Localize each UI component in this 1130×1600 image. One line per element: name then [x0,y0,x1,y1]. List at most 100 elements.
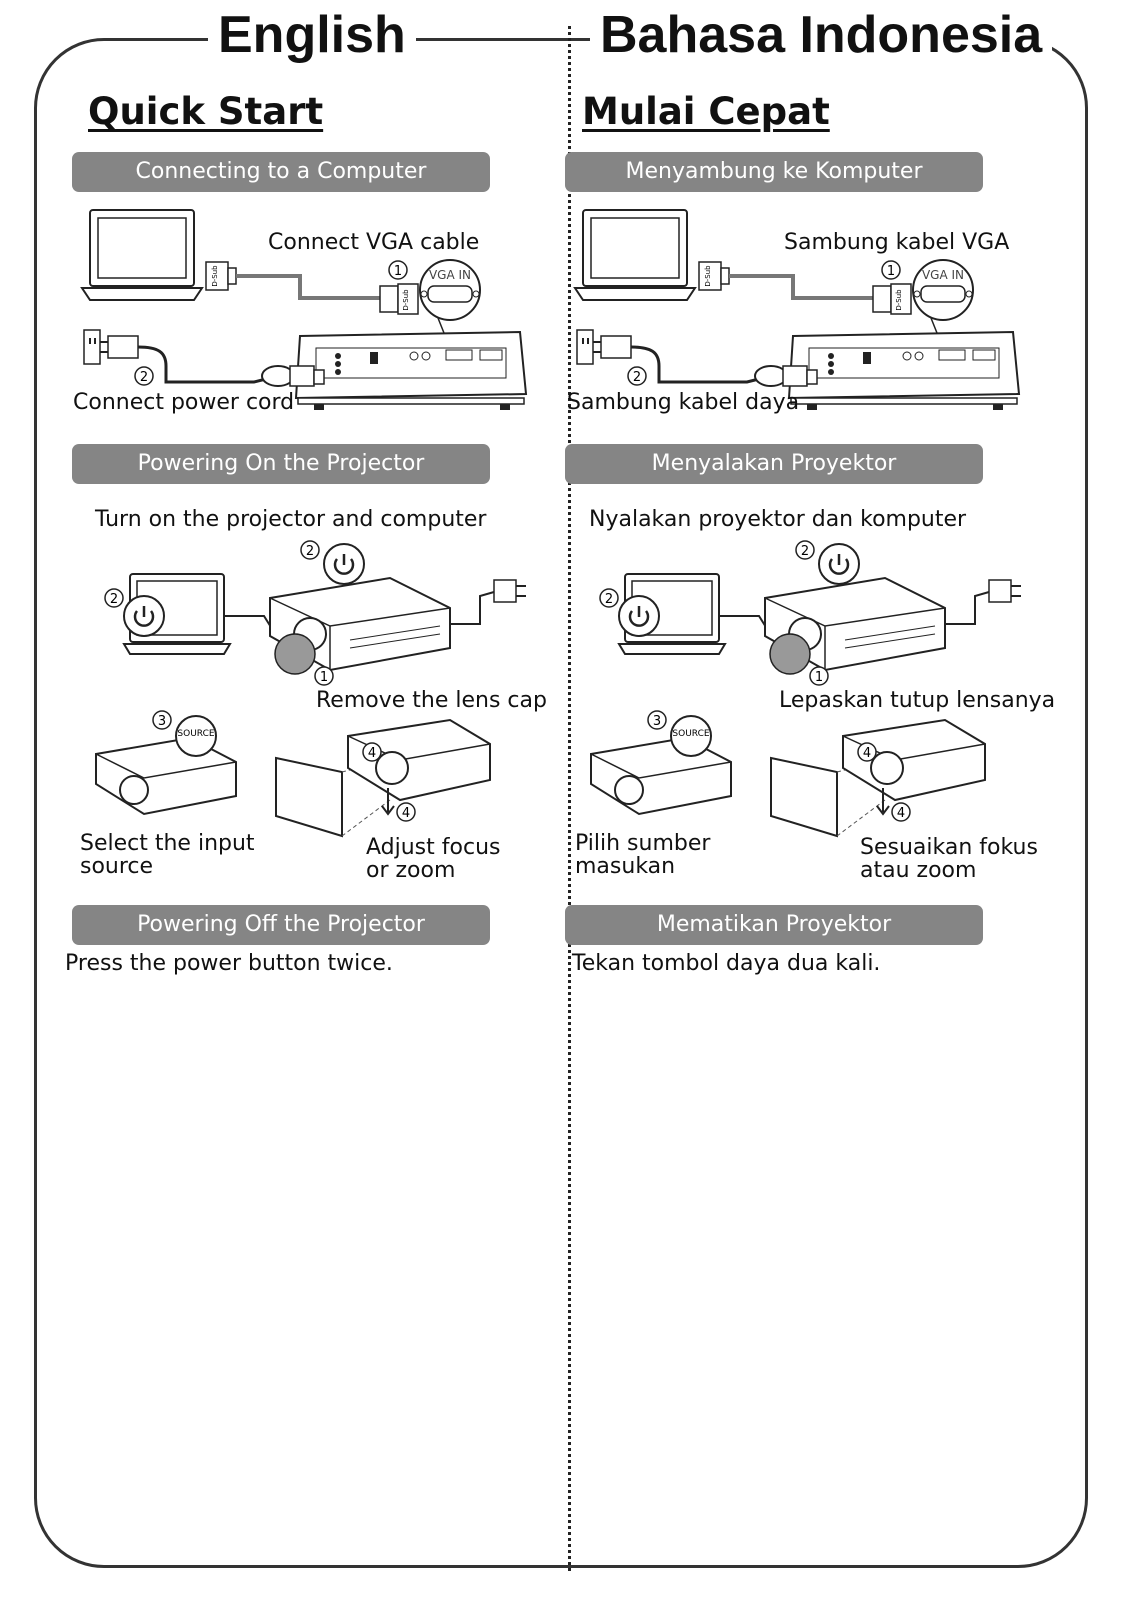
svg-text:1: 1 [320,670,328,685]
power-plug-icon [754,365,818,387]
column-indonesian: Mulai Cepat Menyambung ke Komputer D-Sub… [565,0,1097,1600]
section-connect-header: Connecting to a Computer [72,152,490,192]
svg-text:1: 1 [394,264,402,279]
projector-icon [347,718,491,816]
label-turn-on: Nyalakan proyektor dan komputer [589,507,967,532]
svg-text:3: 3 [653,714,661,729]
vga-cable [236,274,380,300]
step-badge-icon: 2 [104,588,124,608]
label-select-input-1: Pilih sumber [575,831,711,856]
projector-icon [95,736,237,816]
label-remove-lens-cap: Remove the lens cap [316,688,547,713]
projector-icon [842,718,986,816]
power-plug-icon [261,365,325,387]
vga-cable [729,274,873,300]
svg-text:2: 2 [140,370,148,385]
label-connect-power: Sambung kabel daya [567,390,800,415]
dsub-plug-icon: D-Sub [379,283,419,315]
step-badge-icon: 3 [647,710,667,730]
power-cord [630,345,764,384]
label-select-input-2: masukan [575,854,676,879]
laptop-icon [80,209,204,301]
step-badge-icon: 2 [627,366,647,386]
section-power-on-header: Menyalakan Proyektor [565,444,983,484]
label-turn-on: Turn on the projector and computer [95,507,487,532]
svg-text:1: 1 [887,264,895,279]
projector-icon [590,736,732,816]
laptop-cable [719,615,770,633]
projector-icon [764,576,946,675]
connect-illustration: D-Sub D-Sub 1 VGA IN [573,209,1021,410]
dsub-plug-icon: D-Sub [205,261,237,291]
lang-title-indonesian: Bahasa Indonesia [590,4,1053,66]
source-button-icon: SOURCE [175,715,217,757]
source-focus-illustration: SOURCE 3 4 4 [590,710,986,838]
dsub-plug-icon: D-Sub [698,261,730,291]
label-connect-vga: Sambung kabel VGA [784,230,1010,255]
step-badge-icon: 1 [809,666,829,686]
lang-title-english: English [208,4,416,66]
svg-text:SOURCE: SOURCE [177,729,214,739]
laptop-icon [573,209,697,301]
projector-icon [269,576,451,675]
svg-text:2: 2 [801,544,809,559]
label-adjust-focus-1: Adjust focus [366,835,501,860]
step-badge-icon: 4 [891,802,911,822]
label-adjust-focus-2: or zoom [366,858,456,883]
step-badge-icon: 2 [134,366,154,386]
svg-text:D-Sub: D-Sub [211,265,219,287]
power-cord [137,345,271,384]
section-power-on-header: Powering On the Projector [72,444,490,484]
source-button-icon: SOURCE [670,715,712,757]
svg-text:2: 2 [605,592,613,607]
label-select-input-2: source [80,854,154,879]
label-adjust-focus-1: Sesuaikan fokus [860,835,1038,860]
svg-text:2: 2 [633,370,641,385]
column-divider [568,26,571,1571]
projector-rear-icon [294,330,528,410]
page-frame [34,38,1088,1568]
label-connect-vga: Connect VGA cable [268,230,480,255]
quick-start-title: Quick Start [88,90,324,133]
power-plug-icon [493,579,526,603]
step-badge-icon: 3 [152,710,172,730]
power-on-illustration: 2 2 1 [104,540,526,686]
quick-start-title: Mulai Cepat [582,90,830,133]
svg-text:2: 2 [306,544,314,559]
label-power-off-text: Press the power button twice. [65,951,393,976]
section-power-off-header: Mematikan Proyektor [565,905,983,945]
step-badge-icon: 1 [314,666,334,686]
svg-text:4: 4 [402,806,410,821]
svg-text:VGA IN: VGA IN [429,268,471,282]
svg-text:D-Sub: D-Sub [895,289,903,311]
svg-text:D-Sub: D-Sub [704,265,712,287]
svg-text:4: 4 [368,746,376,761]
projector-rear-icon [787,330,1021,410]
svg-text:4: 4 [863,746,871,761]
step-badge-icon: 1 [881,260,901,280]
vga-port-icon: VGA IN [912,259,974,339]
section-power-off-header: Powering Off the Projector [72,905,490,945]
projector-power-cable [450,591,495,625]
power-button-icon [818,543,860,585]
laptop-cable [224,615,275,633]
label-remove-lens-cap: Lepaskan tutup lensanya [779,688,1056,713]
step-badge-icon: 1 [388,260,408,280]
step-badge-icon: 4 [857,742,877,762]
svg-text:3: 3 [158,714,166,729]
column-english: Quick Start Connecting to a Computer D-S… [50,0,570,1600]
svg-text:1: 1 [815,670,823,685]
wall-outlet-icon [83,329,139,365]
wall-outlet-icon [576,329,632,365]
label-select-input-1: Select the input [80,831,255,856]
step-badge-icon: 2 [795,540,815,560]
label-adjust-focus-2: atau zoom [860,858,977,883]
dsub-plug-icon: D-Sub [872,283,912,315]
svg-text:4: 4 [897,806,905,821]
section-connect-header: Menyambung ke Komputer [565,152,983,192]
power-on-illustration: 2 2 1 [599,540,1021,686]
label-connect-power: Connect power cord [73,390,295,415]
step-badge-icon: 2 [300,540,320,560]
svg-text:VGA IN: VGA IN [922,268,964,282]
svg-text:D-Sub: D-Sub [402,289,410,311]
